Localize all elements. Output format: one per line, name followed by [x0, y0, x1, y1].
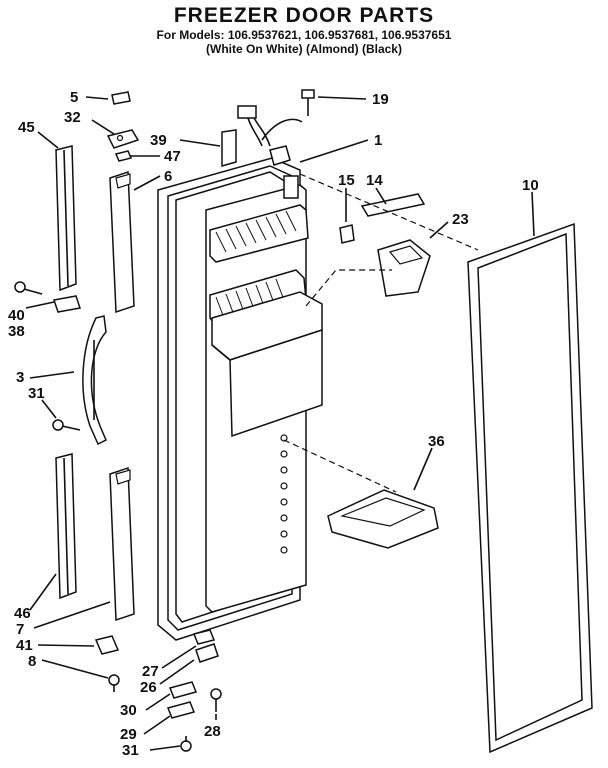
callout-45: 45: [18, 119, 35, 136]
part-40-screw: [14, 281, 43, 295]
callout-32: 32: [64, 109, 81, 126]
callout-46: 46: [14, 605, 31, 622]
alignment-lines: [283, 173, 479, 493]
freezer-door-panel: [157, 145, 323, 641]
finishes-line: (White On White) (Almond) (Black): [206, 42, 402, 56]
part-32-bracket: [106, 129, 140, 149]
part-41-bracket: [94, 635, 120, 655]
part-23-chute: [377, 239, 431, 297]
part-3-handle: [82, 315, 107, 446]
part-14-strip: [360, 193, 426, 217]
callout-41: 41: [16, 637, 33, 654]
part-15-block: [339, 224, 355, 244]
part-6-trim: [109, 170, 135, 314]
part-36-tray: [327, 489, 439, 549]
callout-31-lower: 31: [122, 742, 139, 759]
callout-1: 1: [374, 132, 382, 149]
callout-15: 15: [338, 172, 355, 189]
screw-19: [301, 89, 315, 116]
part-30-plate: [168, 681, 198, 699]
callout-47: 47: [164, 148, 181, 165]
callout-26: 26: [140, 679, 157, 696]
part-38-bracket: [53, 295, 81, 313]
callout-27: 27: [142, 663, 159, 680]
callout-36: 36: [428, 433, 445, 450]
callout-labels: 5 19 32 45 39 47 1 6 15 14 10 23 40 38 3…: [8, 89, 539, 759]
callout-38: 38: [8, 323, 25, 340]
part-31-screw-lower: [180, 736, 192, 752]
callout-7: 7: [16, 621, 24, 638]
callout-14: 14: [366, 172, 383, 189]
part-28-screw: [210, 688, 222, 712]
callout-28: 28: [204, 723, 221, 740]
callout-23: 23: [452, 211, 469, 228]
part-8-screw: [108, 674, 120, 692]
part-10-gasket: [467, 222, 593, 754]
callout-39: 39: [150, 132, 167, 149]
page-title: FREEZER DOOR PARTS: [173, 4, 435, 27]
part-5-clip: [111, 91, 131, 105]
part-7-trim: [109, 466, 135, 622]
callout-29: 29: [120, 726, 137, 743]
callout-40: 40: [8, 307, 25, 324]
callout-6: 6: [164, 168, 172, 185]
callout-30: 30: [120, 702, 137, 719]
callout-10: 10: [522, 177, 539, 194]
diagram-header: FREEZER DOOR PARTS For Models: 106.95376…: [0, 4, 608, 56]
part-47-spacer: [114, 150, 133, 162]
wire-harness: [237, 105, 303, 147]
part-26-hinge: [195, 643, 219, 663]
leader-lines: [25, 96, 535, 751]
callout-3: 3: [16, 369, 24, 386]
models-line: For Models: 106.9537621, 106.9537681, 10…: [156, 28, 452, 42]
callout-8: 8: [28, 653, 36, 670]
part-31-screw-upper: [52, 419, 81, 431]
part-39-trim: [221, 129, 237, 167]
callout-19: 19: [372, 91, 389, 108]
callout-31-upper: 31: [28, 385, 45, 402]
callout-5: 5: [70, 89, 78, 106]
part-27-washer: [192, 629, 216, 645]
part-29-plate: [166, 701, 196, 719]
